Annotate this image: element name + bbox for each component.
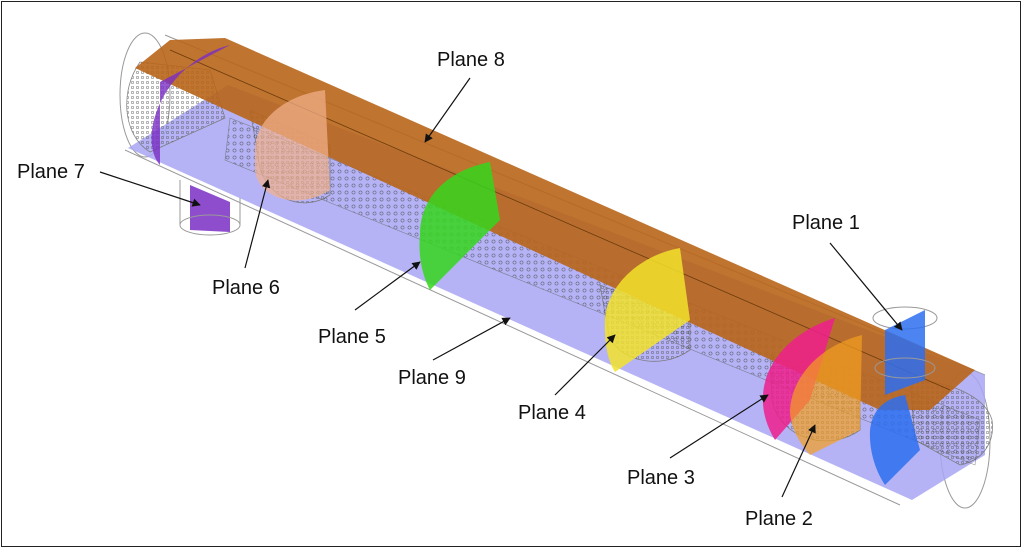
arrow-plane-4 — [554, 334, 616, 396]
label-plane-1: Plane 1 — [792, 212, 860, 234]
plane-1-section — [869, 395, 920, 485]
plane-5 — [419, 162, 500, 290]
label-plane-7: Plane 7 — [17, 161, 85, 183]
label-plane-5: Plane 5 — [318, 326, 386, 348]
label-plane-6: Plane 6 — [212, 277, 280, 299]
plane-7 — [190, 185, 230, 232]
arrow-plane-6 — [244, 179, 271, 269]
plane-3 — [762, 318, 835, 440]
arrow-plane-2 — [781, 424, 816, 498]
plane-4 — [604, 248, 690, 372]
arrow-plane-3 — [669, 394, 769, 459]
plane-1 — [885, 310, 925, 395]
leader-arrows — [99, 77, 903, 498]
nozzle-top — [872, 306, 938, 395]
plane-6 — [255, 90, 330, 201]
label-plane-9: Plane 9 — [398, 367, 466, 389]
arrow-plane-1 — [829, 242, 903, 331]
arrow-plane-9 — [432, 317, 511, 361]
arrow-plane-7 — [99, 171, 201, 207]
figure-frame — [1, 1, 1021, 547]
plane-2 — [790, 335, 862, 455]
plane-8 — [135, 38, 975, 410]
label-plane-8: Plane 8 — [437, 49, 505, 71]
label-plane-4: Plane 4 — [518, 402, 586, 424]
arrow-plane-5 — [354, 261, 421, 311]
nozzle-bottom — [179, 180, 241, 236]
plane-7-section — [151, 45, 230, 165]
label-plane-3: Plane 3 — [627, 467, 695, 489]
label-plane-2: Plane 2 — [745, 508, 813, 530]
arrow-plane-8 — [424, 77, 471, 143]
